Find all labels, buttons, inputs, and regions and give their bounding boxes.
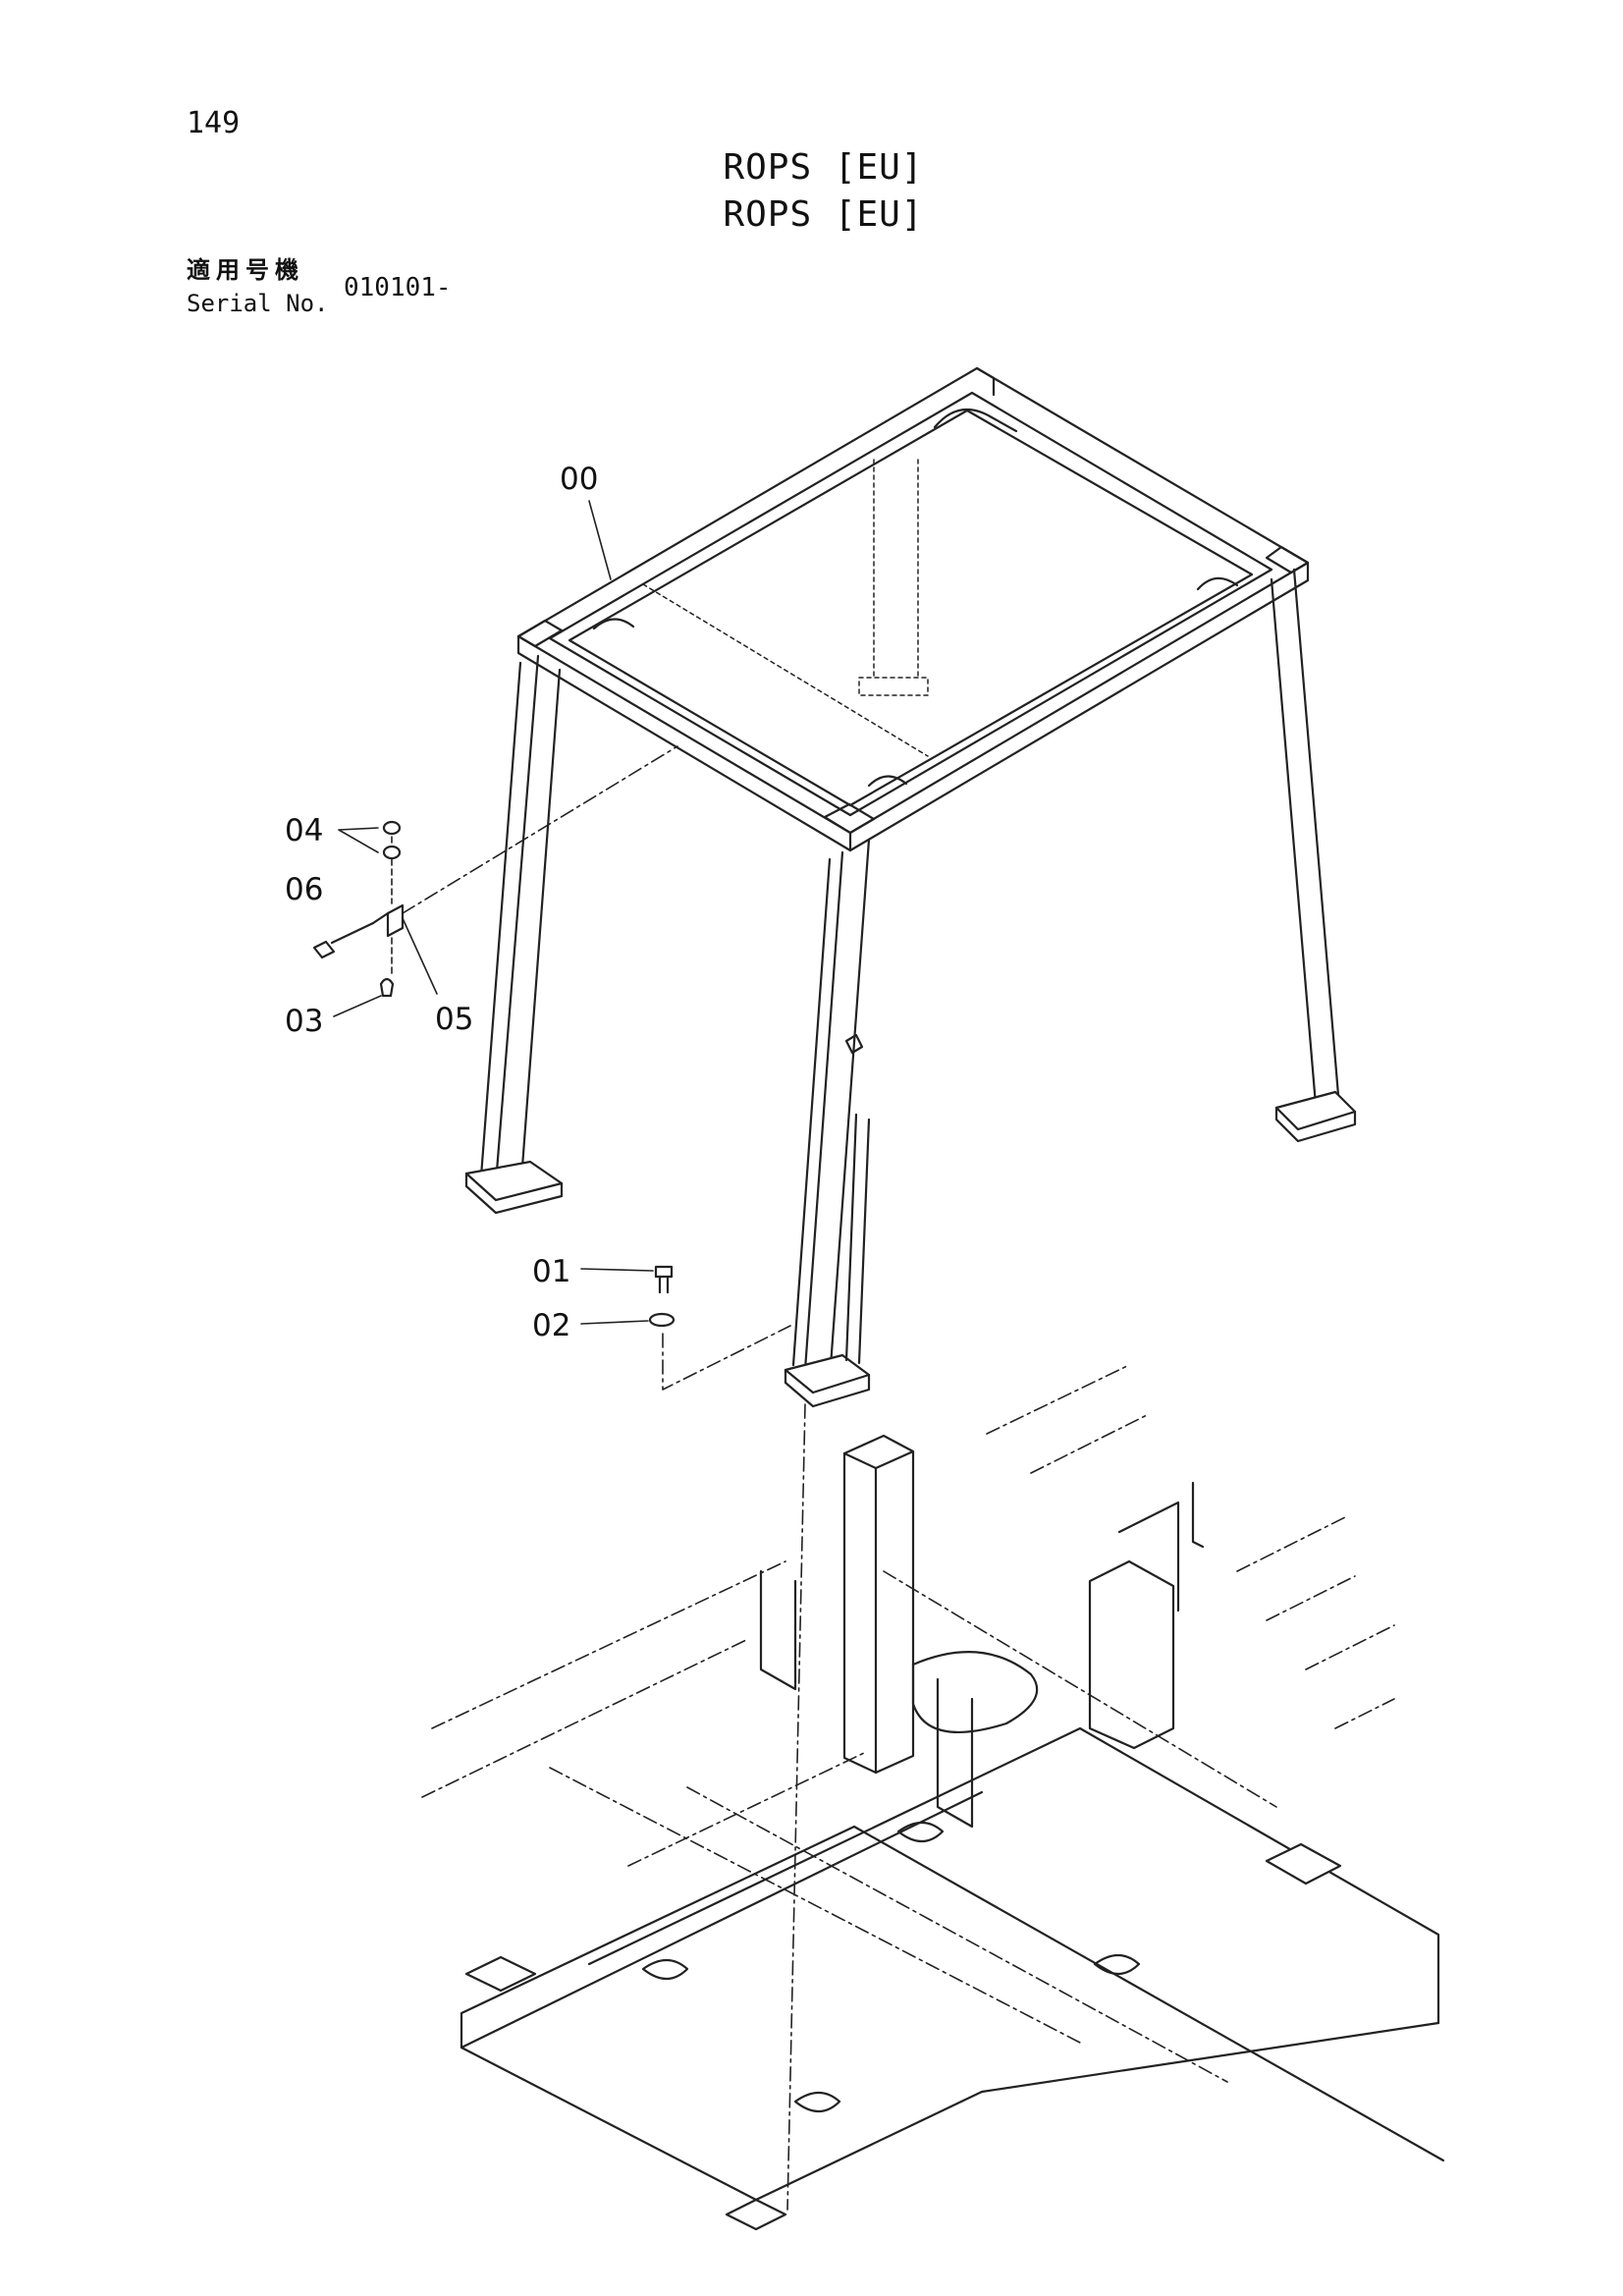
page-number: 149 (187, 106, 241, 140)
serial-number-value: 010101- (344, 273, 452, 302)
callout-03: 03 (285, 1004, 323, 1039)
part-04-nuts (382, 820, 402, 860)
callout-01: 01 (532, 1254, 570, 1289)
callout-02: 02 (532, 1308, 570, 1343)
serial-label-block: 適用号機 Serial No. (187, 253, 329, 320)
part-05-bracket (371, 903, 405, 938)
diagram-title-en: ROPS [EU] (723, 194, 924, 235)
upper-frame (421, 1364, 1445, 2231)
part-03-stopper (379, 977, 395, 998)
rops-front-right-leg (784, 838, 871, 1408)
serial-label-en: Serial No. (187, 290, 329, 317)
part-06-bolt (312, 921, 375, 959)
part-02-washer (648, 1312, 676, 1328)
callout-06: 06 (285, 872, 323, 907)
rops-front-left-leg (464, 654, 564, 1215)
diagram-title-jp: ROPS [EU] (723, 147, 924, 188)
rops-rear-right-leg (1270, 568, 1357, 1143)
callout-04: 04 (285, 813, 323, 848)
part-01-bolt (654, 1265, 674, 1294)
rops-canopy-frame (516, 366, 1310, 852)
callout-00: 00 (560, 462, 598, 497)
callout-05: 05 (435, 1002, 473, 1037)
serial-label-jp: 適用号機 (187, 256, 304, 284)
